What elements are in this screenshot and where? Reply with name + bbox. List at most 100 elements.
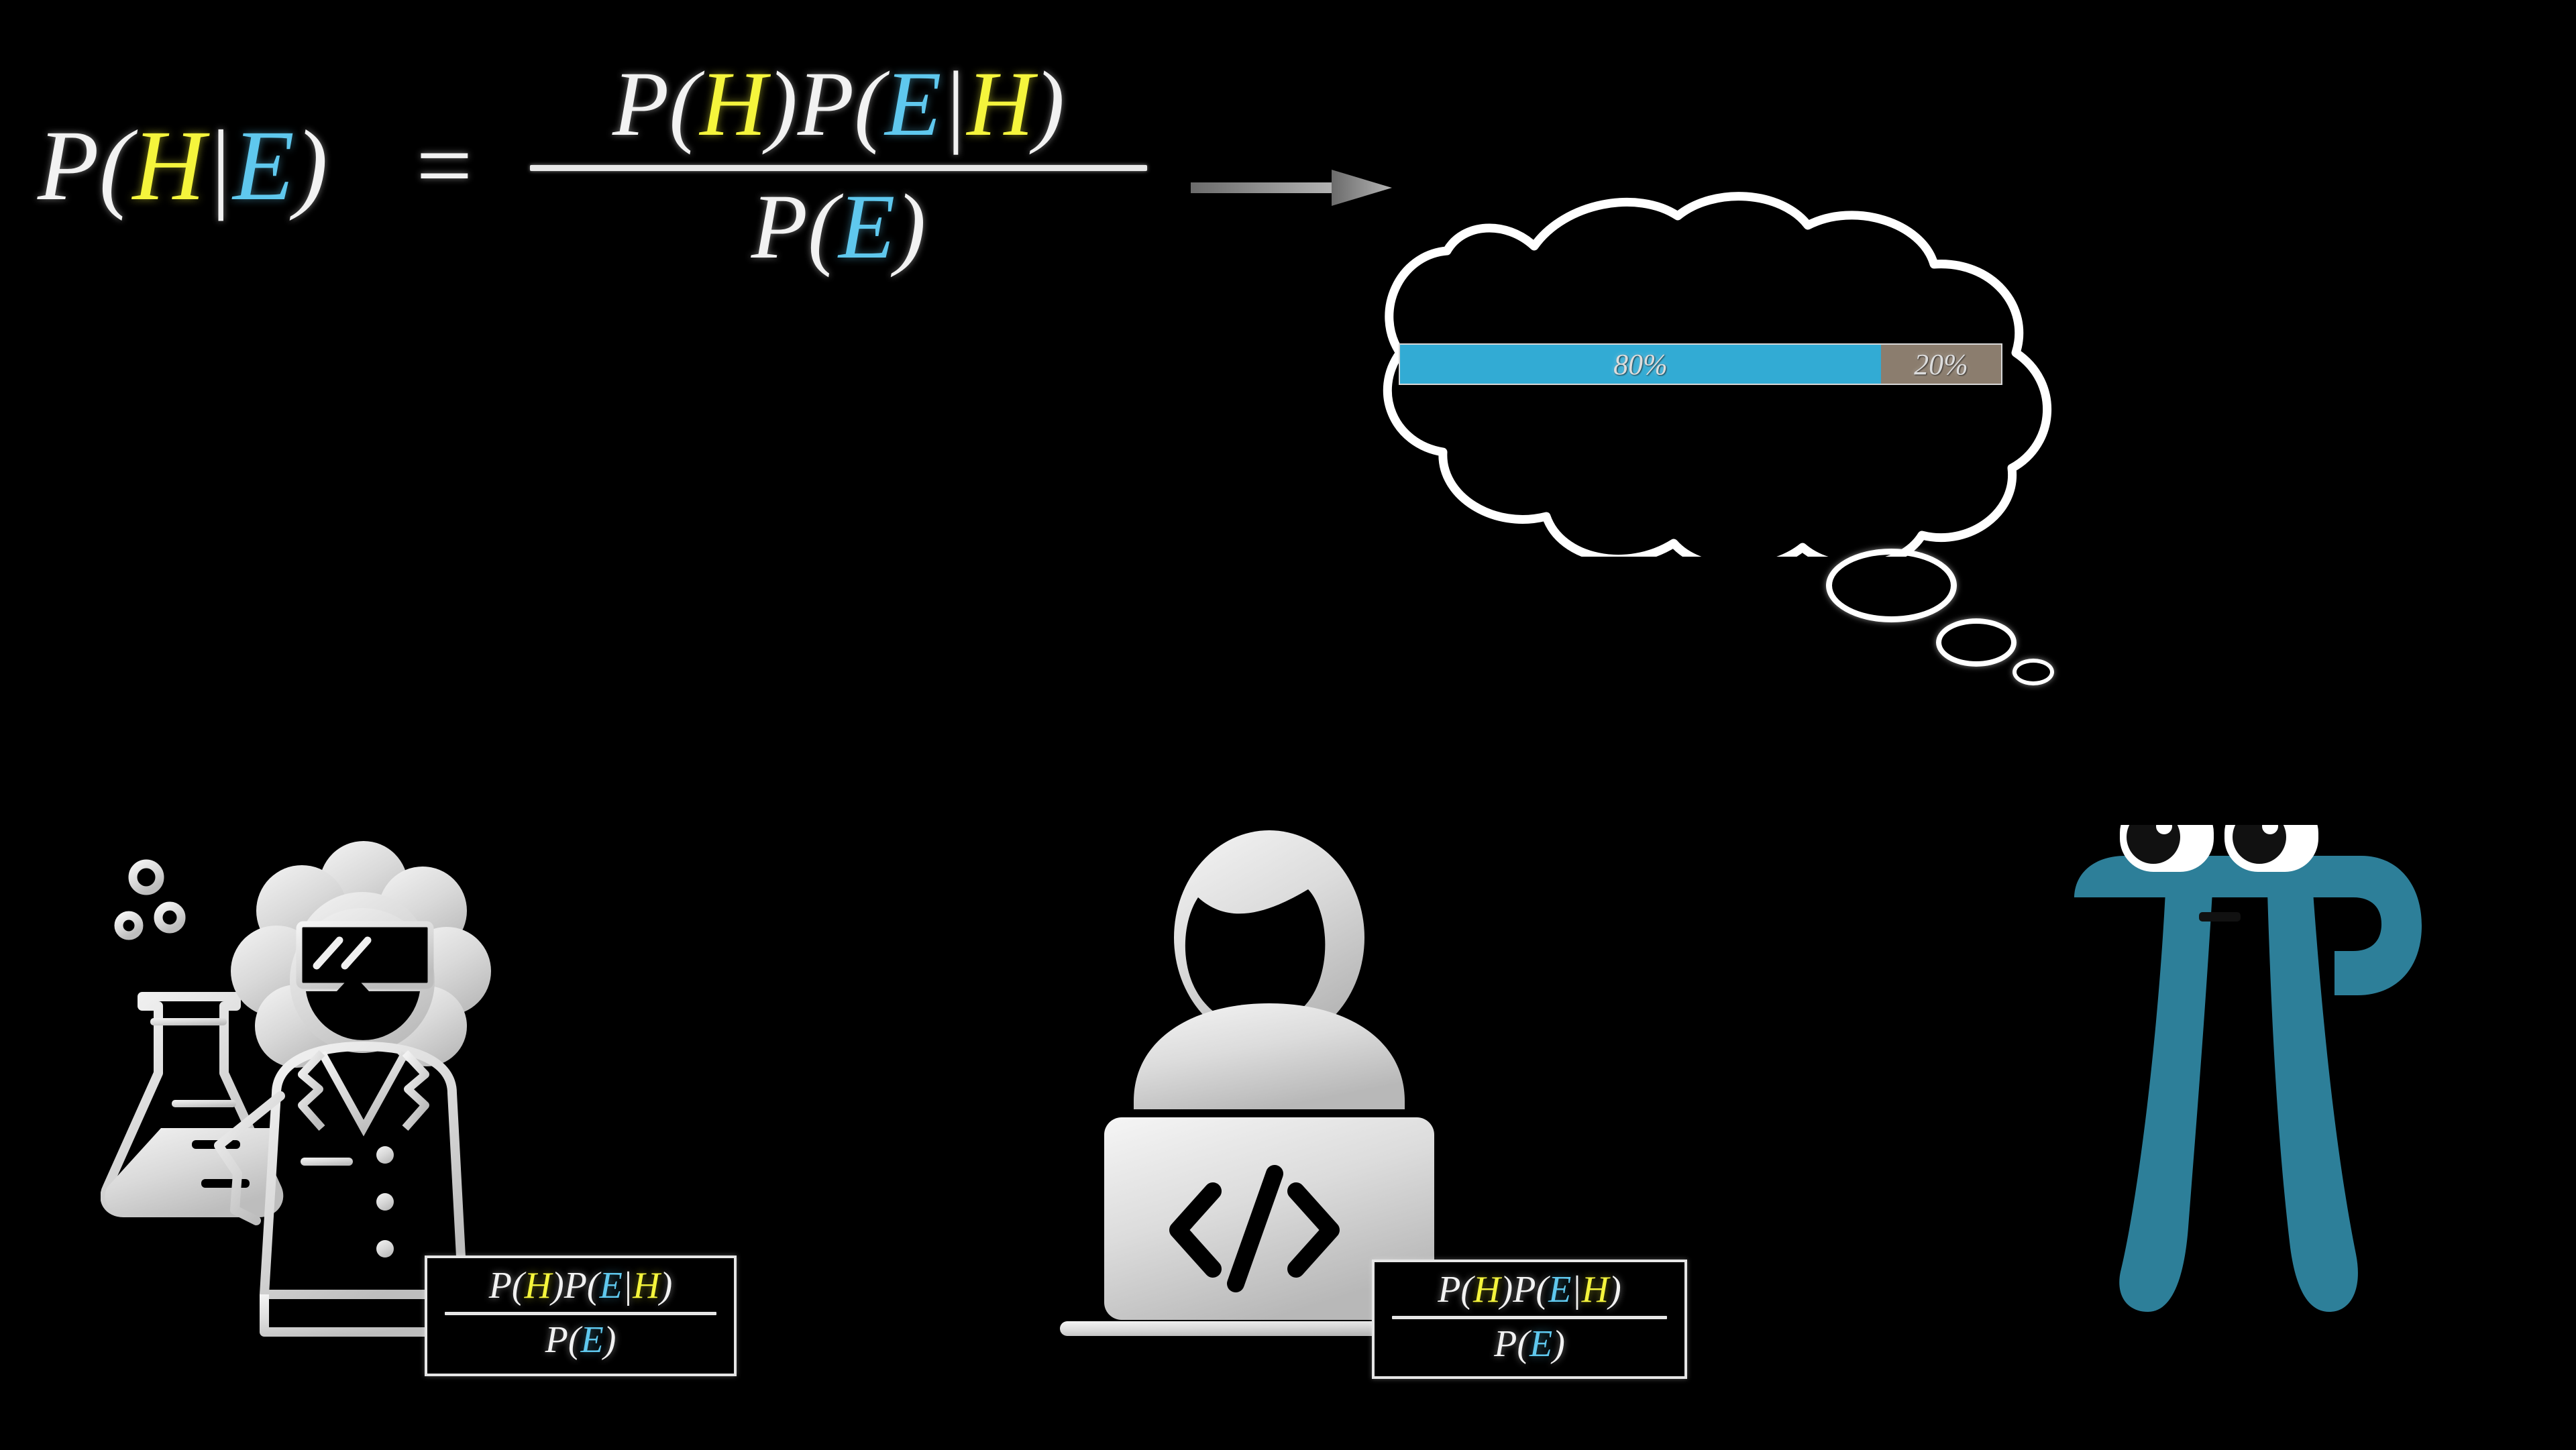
coat-hem — [260, 1294, 463, 1337]
flask-graduation-1 — [150, 1018, 227, 1025]
goggles-shine — [313, 936, 372, 970]
glyph-open-paren: ( — [568, 1319, 581, 1361]
glyph-p: P — [38, 110, 99, 221]
formula-fraction-bar — [530, 165, 1147, 171]
glyph-close-paren: ) — [551, 1265, 564, 1306]
lab-coat — [260, 1042, 468, 1299]
glyph-evidence: E — [1548, 1269, 1572, 1310]
right-pupil — [2233, 825, 2286, 864]
glyph-open-paren: ( — [1460, 1269, 1474, 1310]
glyph-evidence: E — [580, 1319, 604, 1361]
flask-graduation-2 — [172, 1100, 236, 1107]
glyph-close-paren: ) — [766, 52, 798, 155]
glyph-p: P — [545, 1319, 568, 1361]
left-eye-highlight — [2156, 825, 2172, 834]
formula-box-numerator: P(H)P(E|H) — [438, 1264, 723, 1308]
coat-button-3 — [376, 1240, 394, 1258]
glyph-close-paren: ) — [294, 110, 328, 221]
glyph-hypothesis: H — [967, 52, 1034, 155]
glyph-p: P — [1494, 1323, 1517, 1365]
glyph-open-paren: ( — [99, 110, 133, 221]
coat-lapel-right — [402, 1050, 429, 1131]
glyph-evidence: E — [599, 1265, 623, 1306]
glyph-p: P — [612, 52, 669, 155]
glyph-evidence: E — [839, 175, 896, 278]
coat-button-2 — [376, 1193, 394, 1211]
glyph-hypothesis: H — [1473, 1269, 1501, 1310]
pi-creature-figure — [2074, 825, 2422, 1312]
formula-equals-sign: = — [416, 110, 473, 221]
programmer-formula-box: P(H)P(E|H) P(E) — [1372, 1260, 1687, 1379]
glyph-close-paren: ) — [1500, 1269, 1513, 1310]
left-pupil — [2127, 825, 2180, 864]
progress-bar-secondary-label: 20% — [1914, 347, 1968, 381]
goggles-icon — [296, 921, 434, 989]
formula-box-denominator: P(E) — [1385, 1322, 1674, 1366]
progress-bar-primary-label: 80% — [1613, 347, 1668, 381]
glyph-p: P — [488, 1265, 512, 1306]
glyph-hypothesis: H — [524, 1265, 552, 1306]
glyph-close-paren: ) — [1609, 1269, 1621, 1310]
glyph-evidence: E — [1529, 1323, 1553, 1365]
glyph-open-paren: ( — [511, 1265, 525, 1306]
glyph-close-paren: ) — [1034, 52, 1065, 155]
code-tag-icon — [1169, 1165, 1340, 1292]
pi-creature-eyes — [2120, 825, 2318, 872]
probability-progress-bar[interactable]: 80% 20% — [1399, 343, 2002, 385]
glyph-given-bar: | — [941, 52, 967, 155]
glyph-hypothesis: H — [132, 110, 205, 221]
glyph-p: P — [564, 1265, 587, 1306]
coat-pocket — [301, 1158, 353, 1166]
formula-fraction: P(H)P(E|H) P(E) — [530, 54, 1147, 277]
glyph-close-paren: ) — [1552, 1323, 1565, 1365]
glyph-p: P — [751, 175, 808, 278]
glyph-p: P — [1438, 1269, 1461, 1310]
laptop-screen — [1104, 1117, 1434, 1320]
scientist-figure — [101, 841, 491, 1337]
thought-trail-bubble-large — [1826, 549, 1957, 622]
programmer-figure — [1060, 830, 1476, 1336]
glyph-hypothesis: H — [633, 1265, 660, 1306]
programmer-face-cutout — [1185, 889, 1326, 1027]
scientist-formula-box: P(H)P(E|H) P(E) — [425, 1256, 737, 1376]
pi-symbol-body — [2074, 856, 2422, 1312]
glyph-close-paren: ) — [895, 175, 926, 278]
flask-bubble-group — [114, 859, 186, 940]
glyph-open-paren: ( — [1517, 1323, 1529, 1365]
glyph-open-paren: ( — [854, 52, 885, 155]
programmer-shoulders — [1134, 1003, 1405, 1109]
scientist-mouth — [306, 974, 420, 1040]
coat-lapel-left — [298, 1050, 325, 1131]
thought-bubble — [1383, 192, 2051, 557]
right-arrow-icon — [1191, 170, 1392, 206]
formula-box-numerator: P(H)P(E|H) — [1385, 1268, 1674, 1312]
glyph-evidence: E — [885, 52, 942, 155]
glyph-hypothesis: H — [1581, 1269, 1609, 1310]
formula-box-denominator: P(E) — [438, 1318, 723, 1362]
progress-bar-secondary-segment: 20% — [1880, 345, 2001, 384]
glyph-hypothesis: H — [700, 52, 767, 155]
progress-bar-primary-segment: 80% — [1400, 345, 1881, 384]
formula-denominator: P(E) — [530, 176, 1147, 277]
formula-numerator: P(H)P(E|H) — [530, 54, 1147, 154]
glyph-open-paren: ( — [669, 52, 700, 155]
formula-box-fraction-bar — [1392, 1316, 1667, 1319]
thought-trail-bubble-medium — [1936, 618, 2017, 667]
glyph-evidence: E — [233, 110, 294, 221]
glyph-close-paren: ) — [659, 1265, 673, 1306]
glyph-given-bar: | — [205, 110, 233, 221]
right-eye-highlight — [2262, 825, 2278, 834]
coat-lapel-v — [318, 1051, 409, 1137]
glyph-given-bar: | — [622, 1265, 633, 1306]
glyph-p: P — [797, 52, 855, 155]
glyph-open-paren: ( — [1536, 1269, 1549, 1310]
glyph-given-bar: | — [1571, 1269, 1582, 1310]
flask-graduation-4 — [201, 1179, 250, 1188]
pi-creature-mouth — [2199, 912, 2241, 922]
thought-trail-bubble-small — [2012, 659, 2054, 685]
glyph-close-paren: ) — [603, 1319, 616, 1361]
glyph-p: P — [1513, 1269, 1536, 1310]
glyph-open-paren: ( — [808, 175, 839, 278]
glyph-open-paren: ( — [586, 1265, 600, 1306]
